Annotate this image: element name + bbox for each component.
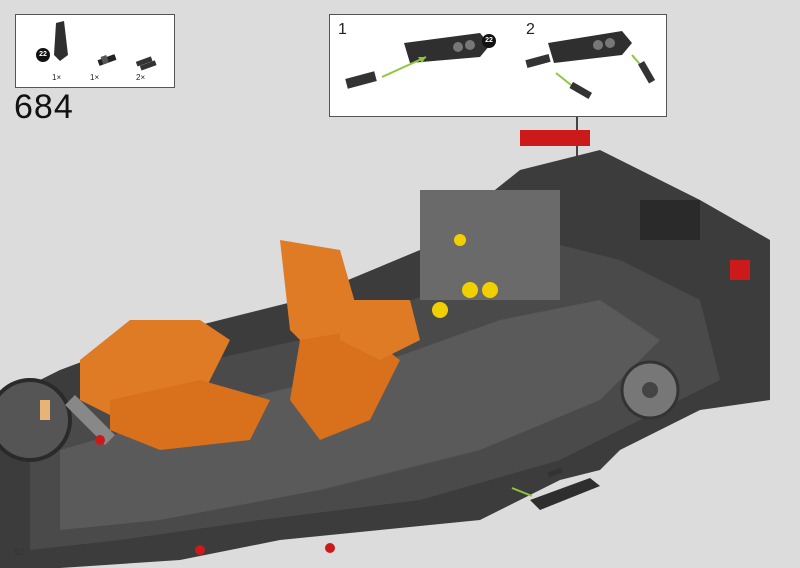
friction-pin-icon xyxy=(569,81,593,99)
sub-step-callout-badge: 22 xyxy=(482,34,496,48)
step-number: 684 xyxy=(14,88,74,126)
friction-pin-icon xyxy=(135,56,157,71)
friction-pin-icon-2 xyxy=(638,60,656,84)
parts-list-art xyxy=(54,21,157,71)
page-number: 92 xyxy=(14,547,25,557)
axle-pin-icon xyxy=(97,54,117,66)
axle-pin-icon xyxy=(345,71,377,89)
engine-block xyxy=(420,130,750,318)
sub-step-1-label: 1 xyxy=(338,21,347,38)
part-qty-2: 1× xyxy=(90,73,100,82)
assembly-arrow-icon xyxy=(381,56,427,78)
sub-step-art xyxy=(345,31,656,99)
part-qty-1: 1× xyxy=(52,73,62,82)
sub-step-box: 1 2 22 xyxy=(329,14,667,117)
new-part-placement xyxy=(511,467,600,510)
front-suspension xyxy=(0,360,680,462)
sub-step-2-label: 2 xyxy=(526,21,535,38)
beam-connector-icon xyxy=(54,21,68,61)
part-qty-3: 2× xyxy=(136,73,146,82)
orange-seat-panels xyxy=(80,240,420,450)
part-callout-badge: 22 xyxy=(36,48,50,62)
parts-list-box: 22 1× 1× 2× xyxy=(15,14,175,88)
